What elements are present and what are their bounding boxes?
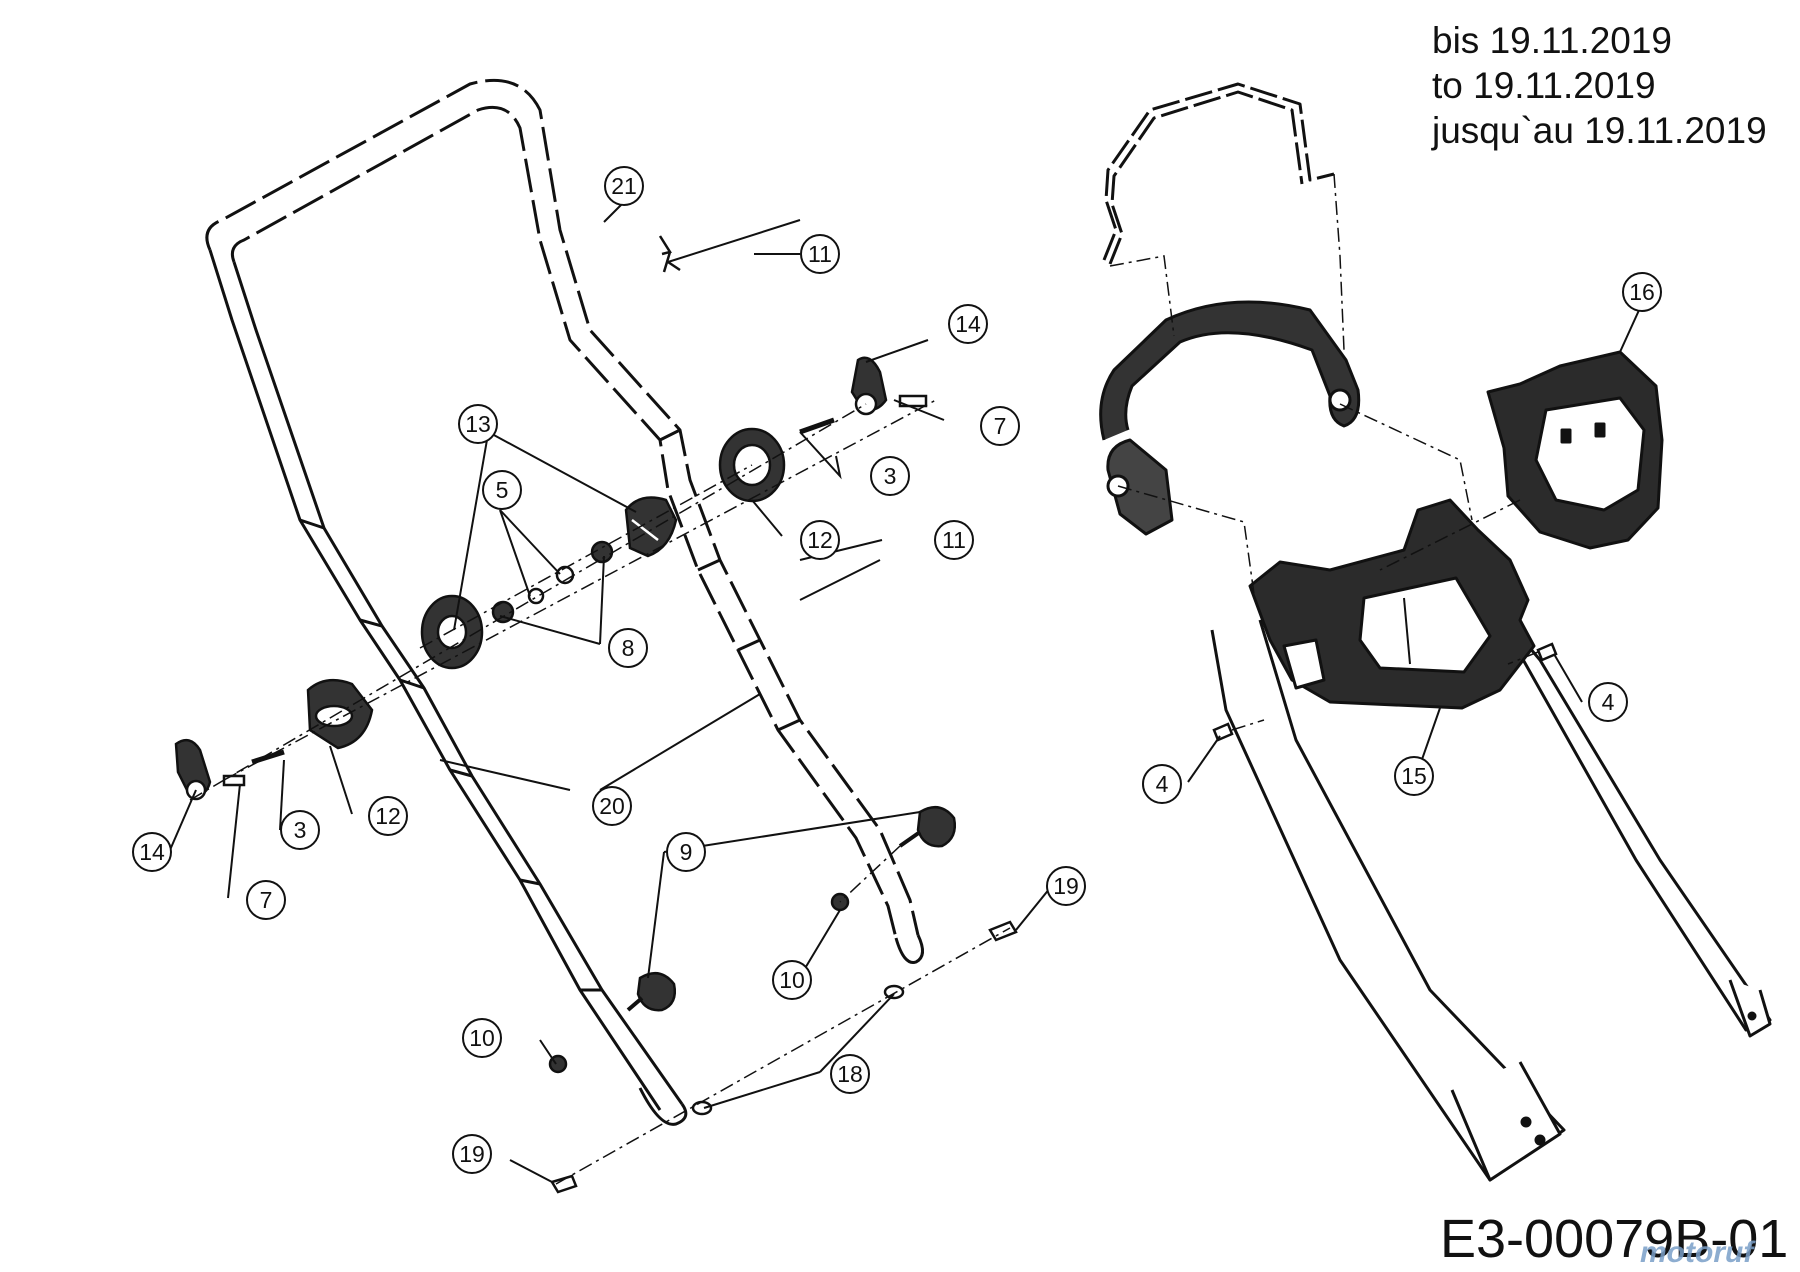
svg-text:19: 19 (459, 1141, 485, 1167)
svg-text:7: 7 (260, 887, 273, 913)
svg-text:11: 11 (808, 241, 832, 267)
validity-note: bis 19.11.2019 to 19.11.2019 jusqu`au 19… (1432, 18, 1767, 153)
pin-7-upper (898, 394, 928, 408)
svg-text:3: 3 (884, 463, 897, 489)
callout-3-lower: 3 (280, 810, 320, 850)
callout-14-lower: 14 (132, 832, 172, 872)
svg-text:20: 20 (599, 793, 625, 819)
console-cover-16 (1486, 350, 1664, 550)
watermark-logo: motoruf (1640, 1236, 1754, 1269)
callout-12-lower: 12 (368, 796, 408, 836)
svg-text:9: 9 (680, 839, 693, 865)
svg-text:12: 12 (807, 527, 833, 553)
validity-line-en: to 19.11.2019 (1432, 65, 1656, 106)
svg-text:16: 16 (1629, 279, 1655, 305)
callout-5: 5 (482, 470, 522, 510)
bolt-3-upper (799, 417, 835, 435)
callout-4-right: 4 (1588, 682, 1628, 722)
svg-text:4: 4 (1156, 771, 1169, 797)
left-parts (174, 219, 1018, 1194)
star-knob-9-upper (916, 805, 956, 848)
operator-bail-wire (1102, 82, 1335, 261)
callout-10-lower: 10 (462, 1018, 502, 1058)
svg-text:8: 8 (622, 635, 635, 661)
callout-15: 15 (1394, 756, 1434, 796)
callout-21: 21 (604, 166, 644, 206)
svg-text:11: 11 (942, 527, 966, 553)
svg-text:18: 18 (837, 1061, 863, 1087)
callout-7-lower: 7 (246, 880, 286, 920)
washer-18-upper (883, 984, 905, 1000)
callout-16: 16 (1622, 272, 1662, 312)
screw-4-left (1212, 722, 1234, 742)
callout-11-lower: 11 (934, 520, 974, 560)
svg-text:12: 12 (375, 803, 401, 829)
callout-bubbles: 21 11 14 7 13 5 3 12 11 8 20 12 3 14 7 9… (132, 166, 1662, 1174)
cable-11-upper (658, 235, 681, 273)
upper-handle-assembly (1099, 82, 1772, 1182)
callout-9: 9 (666, 832, 706, 872)
validity-line-de: bis 19.11.2019 (1432, 20, 1673, 61)
callout-13: 13 (458, 404, 498, 444)
svg-text:13: 13 (465, 411, 491, 437)
document-code: E3-00079B-01 (1440, 1209, 1789, 1269)
pin-7-lower (222, 774, 246, 787)
svg-text:3: 3 (294, 817, 307, 843)
svg-text:19: 19 (1053, 873, 1079, 899)
callout-4-left: 4 (1142, 764, 1182, 804)
handle-frame-left (205, 78, 924, 1126)
bolt-19-lower (550, 1174, 578, 1194)
callout-3-upper: 3 (870, 456, 910, 496)
callout-12-upper: 12 (800, 520, 840, 560)
screws-4 (1212, 642, 1558, 742)
svg-text:5: 5 (496, 477, 509, 503)
washer-18-lower (691, 1100, 713, 1116)
screw-4-right (1536, 642, 1558, 662)
svg-text:14: 14 (139, 839, 165, 865)
svg-text:15: 15 (1401, 763, 1427, 789)
callout-14-upper: 14 (948, 304, 988, 344)
assembly-axes-right (1109, 173, 1539, 731)
callout-18: 18 (830, 1054, 870, 1094)
callout-8: 8 (608, 628, 648, 668)
bolt-19-upper (988, 920, 1018, 942)
control-console-15 (1248, 498, 1536, 710)
callout-20: 20 (592, 786, 632, 826)
svg-text:10: 10 (469, 1025, 495, 1051)
svg-text:14: 14 (955, 311, 981, 337)
callout-19-lower: 19 (452, 1134, 492, 1174)
svg-text:7: 7 (994, 413, 1007, 439)
callout-7-upper: 7 (980, 406, 1020, 446)
svg-text:10: 10 (779, 967, 805, 993)
svg-text:21: 21 (611, 173, 637, 199)
svg-text:4: 4 (1602, 689, 1615, 715)
callout-10-upper: 10 (772, 960, 812, 1000)
callout-19-upper: 19 (1046, 866, 1086, 906)
cover-13-upper (624, 496, 678, 558)
cable-11-lower (799, 559, 881, 601)
control-bar (1099, 300, 1361, 441)
assembly-axes-left (189, 399, 1011, 1185)
validity-line-fr: jusqu`au 19.11.2019 (1432, 110, 1767, 151)
callout-11-upper: 11 (800, 234, 840, 274)
star-knob-9-lower (636, 971, 676, 1012)
bolt-3-lower (251, 749, 285, 765)
